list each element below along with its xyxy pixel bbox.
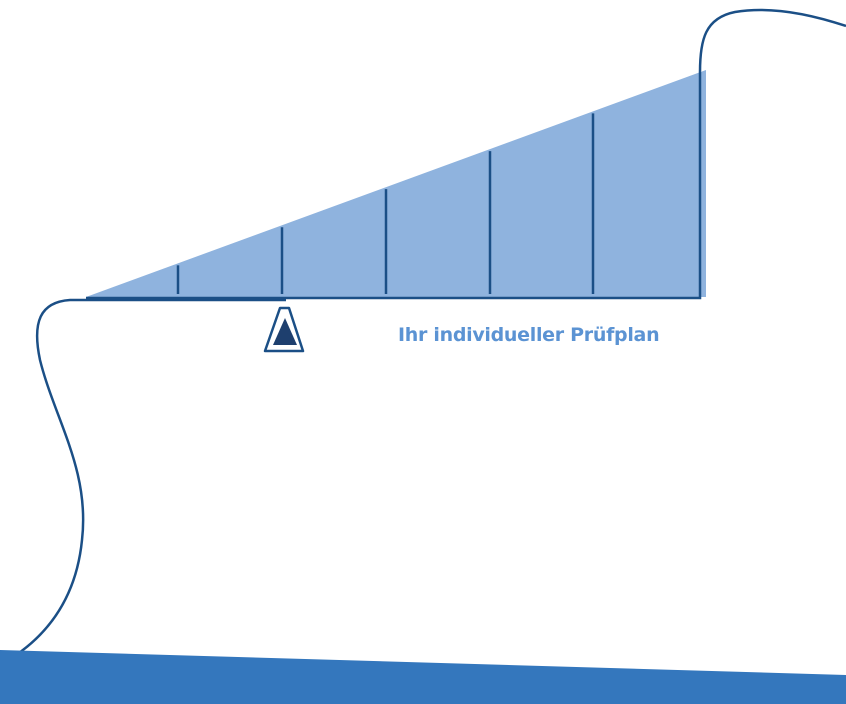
footer-band (0, 650, 846, 704)
left-curve-line (0, 298, 286, 667)
scale-ticks (176, 113, 595, 294)
caption-label: Ihr individueller Prüfplan (398, 324, 660, 346)
triangle-fulcrum-icon (263, 306, 305, 353)
scale-beam (86, 72, 702, 300)
ramp-wedge (86, 70, 706, 297)
fulcrum-fill (273, 318, 297, 345)
right-curve-line (698, 8, 846, 73)
